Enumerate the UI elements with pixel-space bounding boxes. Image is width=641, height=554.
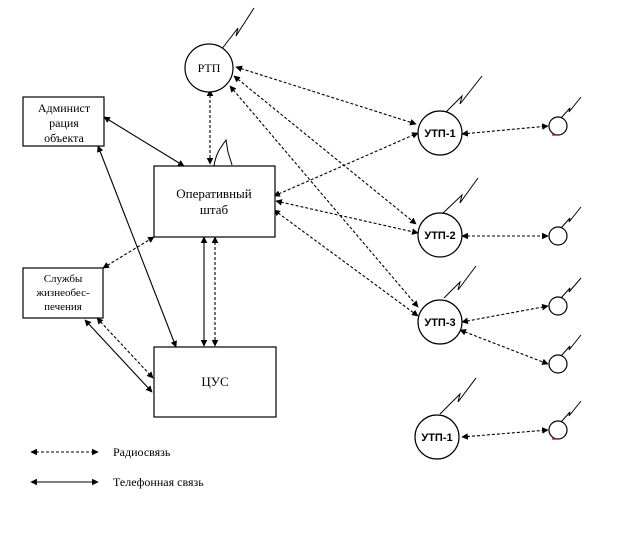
radio-line-rtp-utp1: [235, 65, 417, 126]
antenna-icon-utp4: [439, 377, 477, 415]
antenna-icon-utp2: [441, 177, 479, 215]
antenna-icon-unit-5: [560, 400, 582, 423]
unit-circle-3: [548, 296, 568, 316]
services-label-line-2: жизнеобес-: [35, 287, 90, 299]
unit-circle-4: [548, 354, 568, 374]
services-label-line-1: Службы: [44, 273, 83, 285]
unit-circle-5: [548, 420, 568, 440]
radio-line-staff-utp3: [273, 209, 419, 317]
unit-circle-1: [548, 116, 568, 136]
utp2-label: УТП-2: [424, 230, 455, 242]
utp4-label: УТП-1: [421, 432, 452, 444]
phone-line-services-cus: [84, 319, 153, 393]
node-utp-4: УТП-1: [414, 414, 460, 460]
radio-line-services-cus: [96, 317, 154, 379]
node-utp-2: УТП-2: [417, 212, 463, 258]
phone-line-admin-staff: [103, 116, 185, 167]
radio-line-utp3-unit-b: [459, 329, 549, 365]
admin-label-line-3: объекта: [44, 131, 84, 145]
radio-line-utp3-unit-a: [461, 303, 549, 325]
services-label-line-3: печения: [44, 301, 82, 313]
radio-line-staff-utp1: [273, 132, 419, 197]
utp3-label: УТП-3: [424, 317, 455, 329]
staff-label-line-2: штаб: [200, 202, 229, 217]
node-life-support-services: Службы жизнеобес- печения: [22, 267, 104, 319]
legend-phone-label: Телефонная связь: [113, 475, 204, 489]
admin-label-line-1: Админист: [38, 101, 91, 115]
admin-label-line-2: рация: [49, 116, 79, 130]
node-rtp: РТП: [184, 43, 234, 93]
antenna-icon-utp3: [443, 265, 477, 299]
legend: Радиосвязь Телефонная связь: [113, 445, 204, 489]
cus-label: ЦУС: [201, 374, 228, 389]
node-operational-hq: Оперативный штаб: [153, 165, 276, 238]
radio-line-utp1-unit: [461, 123, 549, 137]
antenna-icon-unit-2: [560, 206, 582, 229]
rtp-label: РТП: [198, 61, 221, 75]
antennas: [213, 7, 582, 423]
radio-line-staff-utp2: [275, 199, 419, 235]
antenna-icon-unit-1: [560, 96, 582, 119]
node-administration: Админист рация объекта: [22, 96, 105, 147]
legend-radio-label: Радиосвязь: [113, 445, 171, 459]
unit-circle-2: [548, 226, 568, 246]
antenna-icon-rtp: [220, 7, 255, 51]
node-cus: ЦУС: [153, 346, 277, 418]
node-utp-3: УТП-3: [417, 299, 463, 345]
staff-label-line-1: Оперативный: [176, 186, 252, 201]
antenna-icon-unit-3: [560, 277, 582, 299]
utp1-label: УТП-1: [424, 128, 455, 140]
radio-line-services-staff: [102, 236, 155, 269]
radio-line-utp4-unit: [461, 427, 549, 440]
small-units: [548, 116, 568, 440]
antenna-icon-unit-4: [560, 334, 582, 357]
antenna-icon-staff: [213, 138, 233, 167]
node-utp-1: УТП-1: [417, 110, 463, 156]
connections: [30, 65, 549, 486]
antenna-icon-utp1: [441, 75, 483, 117]
